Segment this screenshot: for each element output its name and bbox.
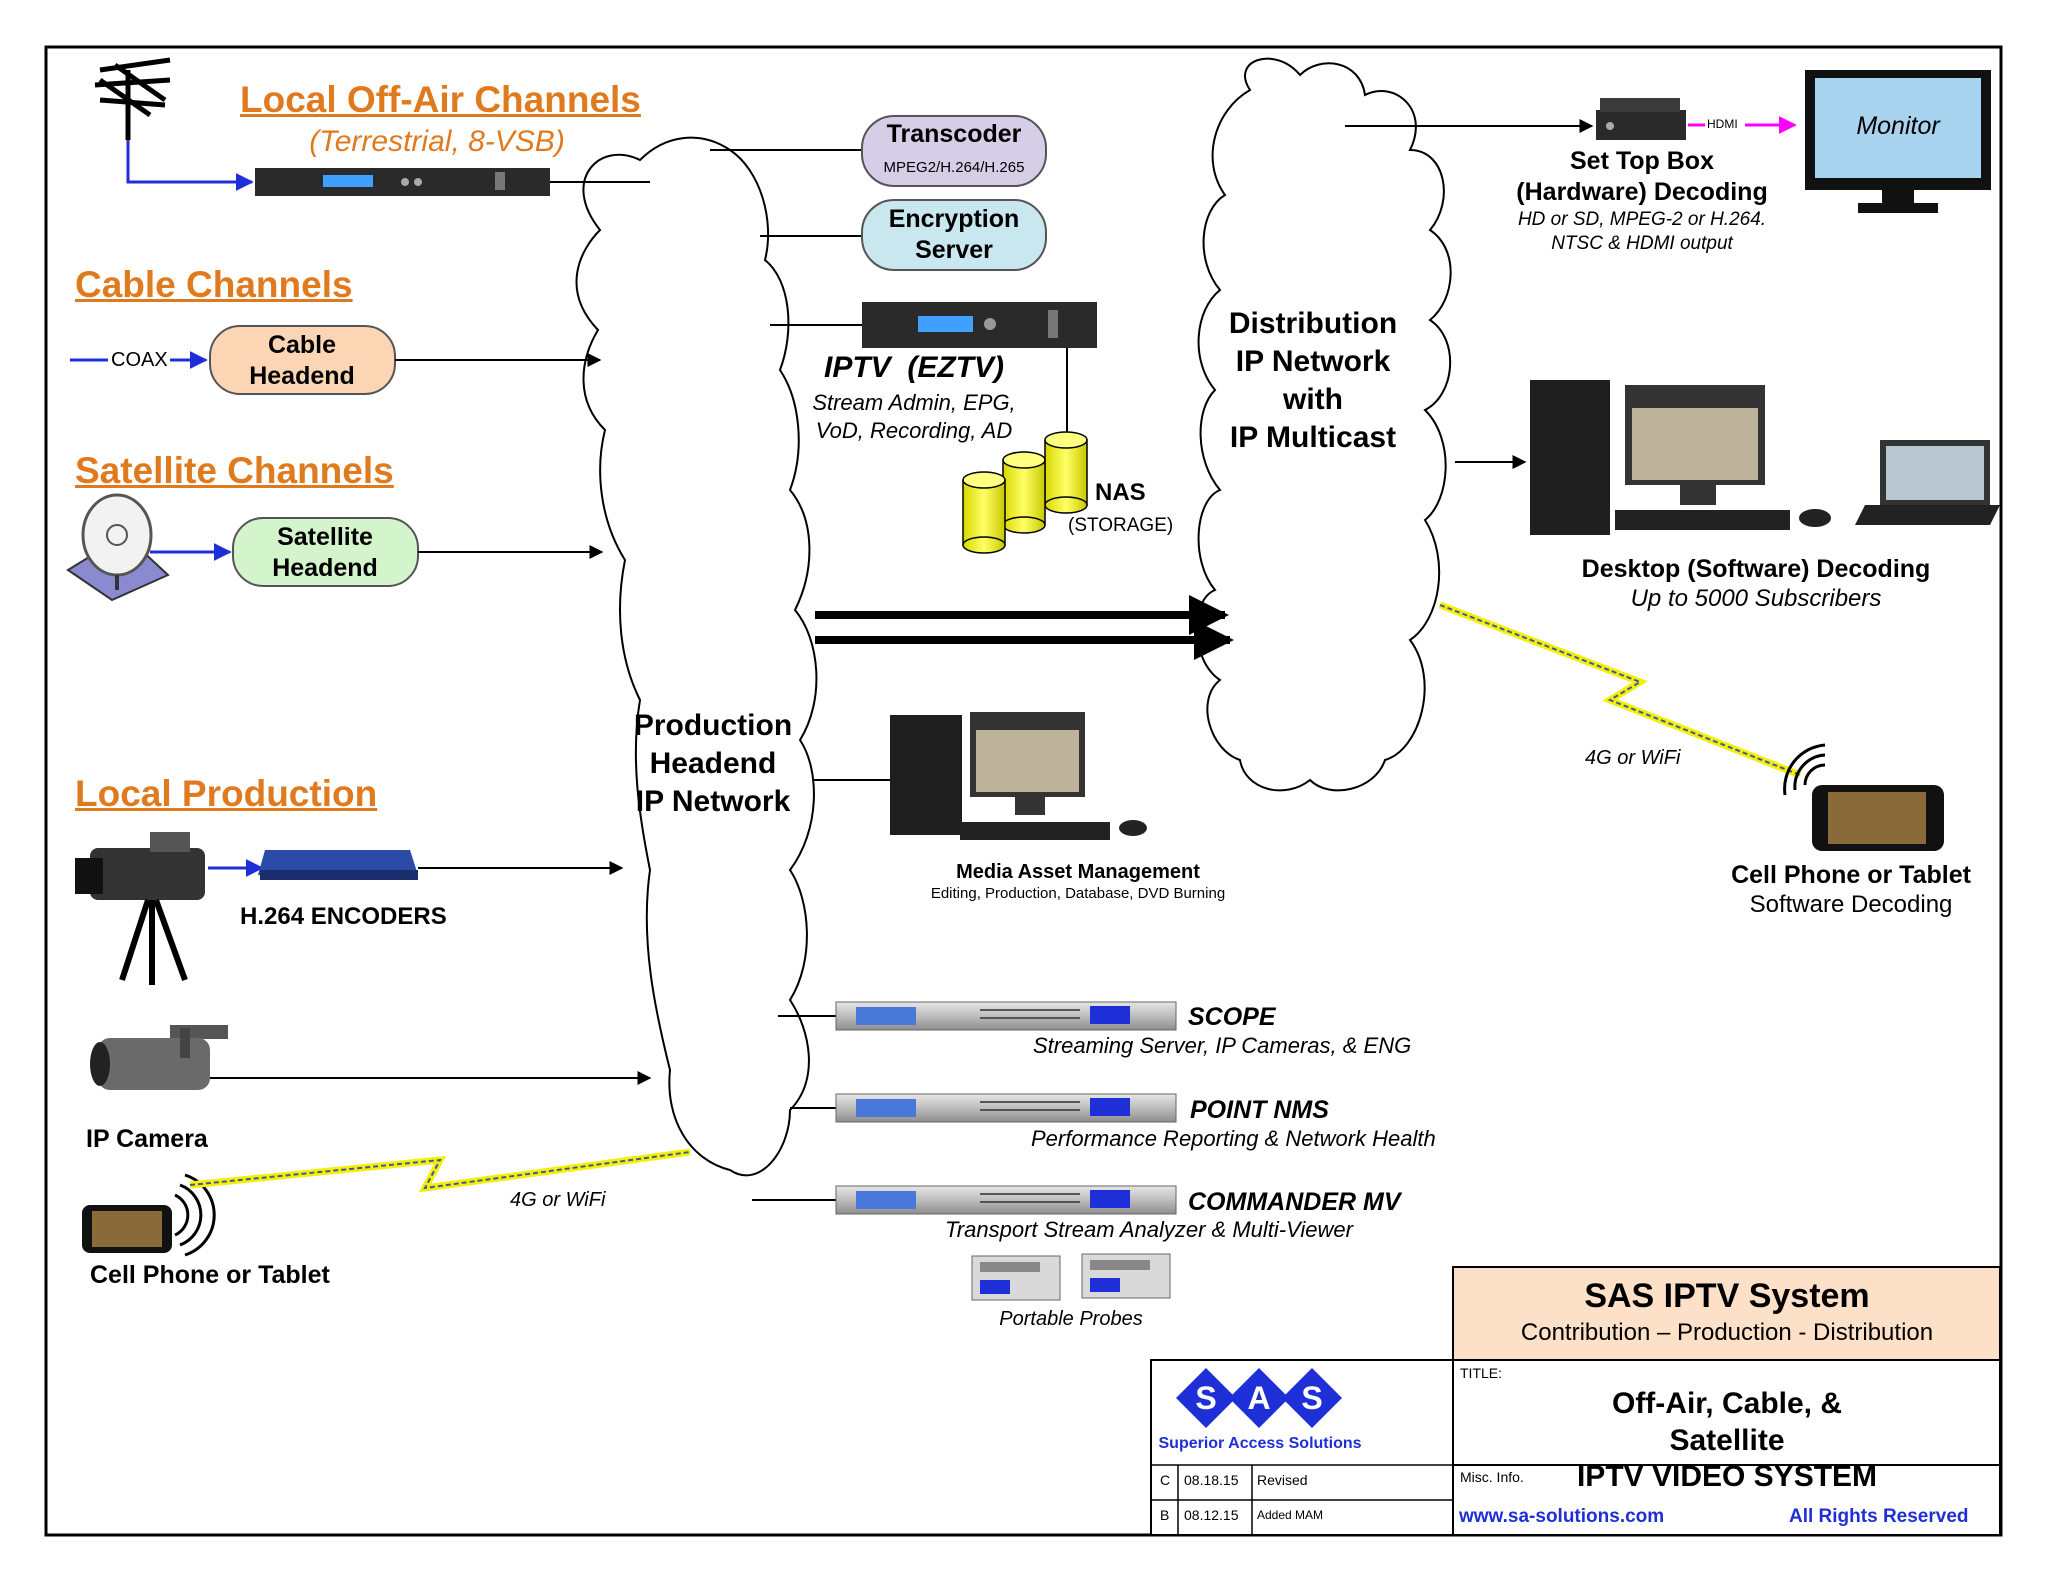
off-air-subtitle: (Terrestrial, 8-VSB) — [309, 125, 565, 158]
transcoder-title: Transcoder — [886, 120, 1022, 148]
set-top-box-desc: HD or SD, MPEG-2 or H.264. NTSC & HDMI o… — [1517, 209, 1767, 255]
drawing-title: Off-Air, Cable, & Satellite IPTV VIDEO S… — [1576, 1387, 1878, 1494]
set-top-box-title: Set Top Box (Hardware) Decoding — [1516, 147, 1768, 206]
scope-desc: Streaming Server, IP Cameras, & ENG — [1033, 1033, 1412, 1058]
production-cloud — [575, 136, 818, 1177]
desktop-desc: Up to 5000 Subscribers — [1630, 585, 1882, 612]
system-title: SAS IPTV System — [1584, 1277, 1870, 1315]
desktop-workstation-icon — [1530, 380, 2000, 535]
h264-encoder-device — [258, 850, 418, 880]
encryption-server-label: Encryption Server — [888, 205, 1020, 264]
iptv-desc: Stream Admin, EPG, VoD, Recording, AD — [812, 390, 1016, 443]
company-name: Superior Access Solutions — [1158, 1435, 1362, 1452]
revision-date: 08.12.15 — [1184, 1507, 1239, 1523]
satellite-headend-label: Satellite Headend — [272, 523, 378, 582]
misc-info-label: Misc. Info. — [1460, 1469, 1524, 1485]
sas-logo — [1176, 1368, 1342, 1428]
set-top-box-device — [1596, 98, 1686, 140]
commander-mv-rack-device — [752, 1185, 1177, 1215]
mam-workstation-icon — [890, 712, 1147, 840]
title-block — [1150, 1266, 2001, 1536]
portable-probes-label: Portable Probes — [999, 1308, 1143, 1330]
nas-subtitle: (STORAGE) — [1068, 515, 1174, 536]
wifi-right-label: 4G or WiFi — [1585, 747, 1681, 769]
coax-label: COAX — [111, 349, 168, 371]
nas-storage-icon — [962, 431, 1088, 554]
video-camera-icon — [75, 832, 205, 985]
iptv-title: IPTV (EZTV) — [824, 351, 1004, 384]
cell-phone-right-title: Cell Phone or Tablet — [1731, 861, 1971, 889]
antenna-icon — [94, 57, 171, 140]
satellite-dish-icon — [66, 493, 170, 602]
satellite-title: Satellite Channels — [75, 450, 394, 491]
title-label: TITLE: — [1460, 1365, 1503, 1381]
h264-encoders-label: H.264 ENCODERS — [240, 903, 447, 930]
commander-mv-desc: Transport Stream Analyzer & Multi-Viewer — [945, 1217, 1353, 1242]
wifi-link-right — [1439, 604, 1801, 776]
cell-phone-left-label: Cell Phone or Tablet — [90, 1261, 330, 1289]
cell-phone-right-icon — [1783, 743, 1944, 851]
hdmi-label-bg — [1705, 117, 1745, 133]
desktop-title: Desktop (Software) Decoding — [1581, 555, 1931, 583]
monitor-icon — [1805, 70, 1991, 213]
hdmi-label: HDMI — [1707, 117, 1738, 131]
transcoder-box — [861, 115, 1047, 187]
website-link[interactable]: www.sa-solutions.com — [1459, 1506, 1665, 1527]
point-nms-title: POINT NMS — [1190, 1096, 1329, 1124]
coax-label-bg — [108, 350, 170, 372]
ip-camera-label: IP Camera — [86, 1125, 208, 1153]
monitor-label: Monitor — [1856, 112, 1940, 140]
logo-letter-2: A — [1247, 1380, 1271, 1416]
logo-letter-3: S — [1301, 1380, 1323, 1416]
point-nms-rack-device — [790, 1093, 1177, 1123]
off-air-title: Local Off-Air Channels — [240, 79, 641, 120]
cell-phone-right-desc: Software Decoding — [1749, 891, 1953, 918]
mam-subtitle: Editing, Production, Database, DVD Burni… — [930, 885, 1226, 902]
logo-letter-1: S — [1195, 1380, 1217, 1416]
scope-title: SCOPE — [1188, 1003, 1276, 1031]
nas-title: NAS — [1095, 479, 1146, 506]
rights-text: All Rights Reserved — [1789, 1506, 1969, 1527]
revision-letter: B — [1160, 1507, 1170, 1523]
off-air-receiver-device — [255, 168, 550, 196]
revision-date: 08.18.15 — [1184, 1472, 1239, 1488]
antenna-link — [126, 140, 254, 191]
scope-rack-device — [778, 1001, 1177, 1031]
point-nms-desc: Performance Reporting & Network Health — [1031, 1126, 1436, 1151]
ip-camera-icon — [90, 1025, 228, 1090]
transcoder-subtitle: MPEG2/H.264/H.265 — [883, 159, 1025, 176]
wifi-left-label: 4G or WiFi — [510, 1189, 606, 1211]
distribution-cloud — [1195, 57, 1452, 792]
wifi-link-left-glow — [189, 1148, 691, 1193]
cable-title: Cable Channels — [75, 264, 353, 305]
commander-mv-title: COMMANDER MV — [1188, 1188, 1401, 1216]
iptv-server-device — [862, 302, 1097, 348]
system-subtitle: Contribution – Production - Distribution — [1520, 1319, 1934, 1346]
revision-note: Revised — [1257, 1472, 1308, 1488]
portable-probes-icon — [971, 1253, 1171, 1301]
page-border — [44, 45, 2003, 1537]
cell-phone-left-icon — [82, 1173, 216, 1257]
cable-headend-label: Cable Headend — [249, 331, 355, 390]
mam-title: Media Asset Management — [956, 861, 1200, 883]
wifi-link-left — [189, 1151, 691, 1190]
revision-note: Added MAM — [1257, 1508, 1324, 1522]
revision-letter: C — [1160, 1472, 1171, 1488]
local-production-title: Local Production — [75, 773, 378, 814]
encryption-server-box — [861, 199, 1047, 271]
